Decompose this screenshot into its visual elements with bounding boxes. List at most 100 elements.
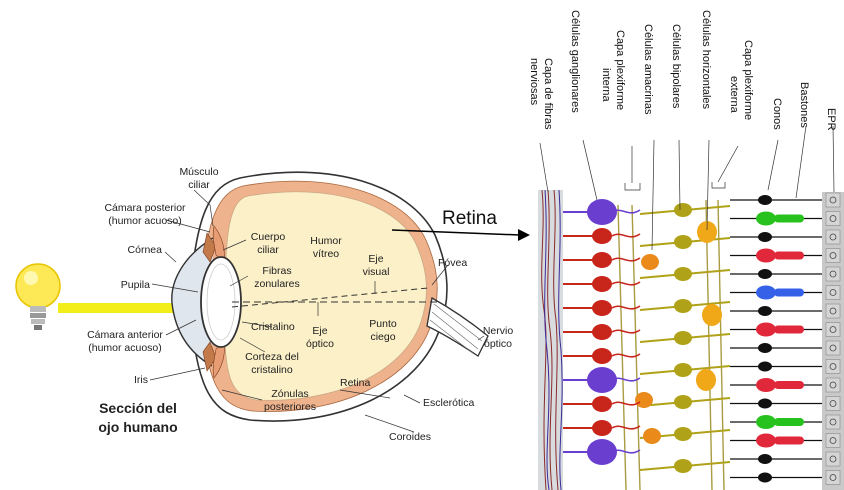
label-capa-fibras-2: nerviosas: [528, 58, 540, 106]
label-celulas-ganglionares: Células ganglionares: [569, 10, 581, 113]
bipolar-cell: [674, 203, 692, 217]
label-coroides: Coroides: [389, 431, 431, 443]
label-plexiforme-interna-1: Capa plexiforme: [614, 30, 626, 110]
label-eje-visual-2: visual: [363, 266, 390, 278]
ganglion-cell: [592, 324, 612, 340]
bipolar-cell: [674, 299, 692, 313]
label-celulas-bipolares: Células bipolares: [670, 24, 682, 109]
label-eje-optico-2: óptico: [306, 338, 334, 350]
rod-cell: [758, 454, 772, 464]
title-line-2: ojo humano: [98, 419, 177, 435]
epr-cell: [826, 397, 840, 411]
label-eje-visual-1: Eje: [368, 253, 383, 265]
label-cuerpo-ciliar-2: ciliar: [257, 244, 279, 256]
eye-cross-section: [172, 172, 488, 421]
label-nervio-optico-2: óptico: [484, 338, 512, 350]
epr-cell: [826, 323, 840, 337]
epr-cell: [826, 193, 840, 207]
ganglion-cell: [592, 396, 612, 412]
cone-cell: [756, 286, 776, 300]
bipolar-cell: [674, 427, 692, 441]
rod-cell: [758, 399, 772, 409]
amacrine-cell: [643, 428, 661, 444]
label-fibras-zonulares-2: zonulares: [254, 278, 300, 290]
label-camara-anterior-2: (humor acuoso): [88, 342, 162, 354]
ganglion-dendrite: [612, 282, 640, 285]
cone-cell: [756, 249, 776, 263]
bipolar-cell: [674, 267, 692, 281]
epr-cell: [826, 249, 840, 263]
label-plexiforme-externa-1: Capa plexiforme: [742, 40, 754, 120]
retina-layer-labels: Capa de fibras nerviosas Células ganglio…: [528, 10, 837, 131]
epr-cell: [826, 471, 840, 485]
ganglion-cell: [592, 228, 612, 244]
epr-cell: [826, 286, 840, 300]
bipolar-cell: [674, 363, 692, 377]
epr-cell: [826, 304, 840, 318]
label-zonulas-posteriores-2: posteriores: [264, 401, 316, 413]
retina-layers-illustration: [538, 190, 844, 490]
label-camara-posterior-2: (humor acuoso): [108, 215, 182, 227]
label-epr: EPR: [825, 108, 837, 131]
horizontal-cell: [696, 369, 716, 391]
rod-cell: [758, 306, 772, 316]
epr-cell: [826, 415, 840, 429]
label-camara-anterior-1: Cámara anterior: [87, 329, 163, 341]
cone-outer-segment: [774, 381, 804, 389]
label-humor-vitreo-2: vítreo: [313, 248, 339, 260]
cone-cell: [756, 378, 776, 392]
label-eje-optico-1: Eje: [312, 325, 327, 337]
amacrine-cell: [641, 254, 659, 270]
ganglion-cell: [592, 420, 612, 436]
epr-cell: [826, 434, 840, 448]
bipolar-cell: [674, 331, 692, 345]
rod-cell: [758, 473, 772, 483]
label-nervio-optico-1: Nervio: [483, 325, 514, 337]
rod-cell: [758, 195, 772, 205]
epr-cell: [826, 267, 840, 281]
cone-outer-segment: [774, 289, 804, 297]
epr-cell: [826, 452, 840, 466]
label-capa-fibras-1: Capa de fibras: [542, 58, 554, 130]
rod-cell: [758, 269, 772, 279]
label-conos: Conos: [771, 98, 783, 130]
label-pupila: Pupila: [121, 279, 150, 291]
bipolar-cell: [674, 395, 692, 409]
label-punto-ciego-2: ciego: [370, 331, 395, 343]
amacrine-cell: [635, 392, 653, 408]
ganglion-cell: [592, 252, 612, 268]
epr-cell: [826, 230, 840, 244]
arrow-head-icon: [518, 229, 530, 241]
epr-cell: [826, 360, 840, 374]
rod-cell: [758, 232, 772, 242]
ganglion-cell: [592, 300, 612, 316]
ganglion-dendrite: [612, 234, 640, 237]
label-celulas-horizontales: Células horizontales: [700, 10, 712, 110]
layer-leader-lines: [540, 126, 834, 250]
label-fibras-zonulares-1: Fibras: [262, 265, 291, 277]
ganglion-cell: [592, 348, 612, 364]
label-iris: Iris: [134, 374, 148, 386]
cone-outer-segment: [774, 418, 804, 426]
label-musculo-ciliar-1: Músculo: [179, 166, 218, 178]
label-retina-eye: Retina: [340, 377, 371, 389]
label-plexiforme-interna-2: interna: [600, 68, 612, 103]
cone-cell: [756, 434, 776, 448]
label-camara-posterior-1: Cámara posterior: [104, 202, 186, 214]
label-cornea: Córnea: [128, 244, 163, 256]
epr-cell: [826, 341, 840, 355]
cone-cell: [756, 212, 776, 226]
ganglion-dendrite: [612, 426, 640, 429]
epr-cell: [826, 378, 840, 392]
label-plexiforme-externa-2: externa: [728, 76, 740, 114]
bipolar-cell: [674, 235, 692, 249]
label-bastones: Bastones: [798, 82, 810, 128]
cone-outer-segment: [774, 215, 804, 223]
bipolar-cell: [674, 459, 692, 473]
label-cristalino: Cristalino: [251, 321, 295, 333]
label-corteza-cristalino-2: cristalino: [251, 364, 293, 376]
label-fovea: Fóvea: [438, 257, 467, 269]
horizontal-cell: [702, 304, 722, 326]
cone-outer-segment: [774, 326, 804, 334]
